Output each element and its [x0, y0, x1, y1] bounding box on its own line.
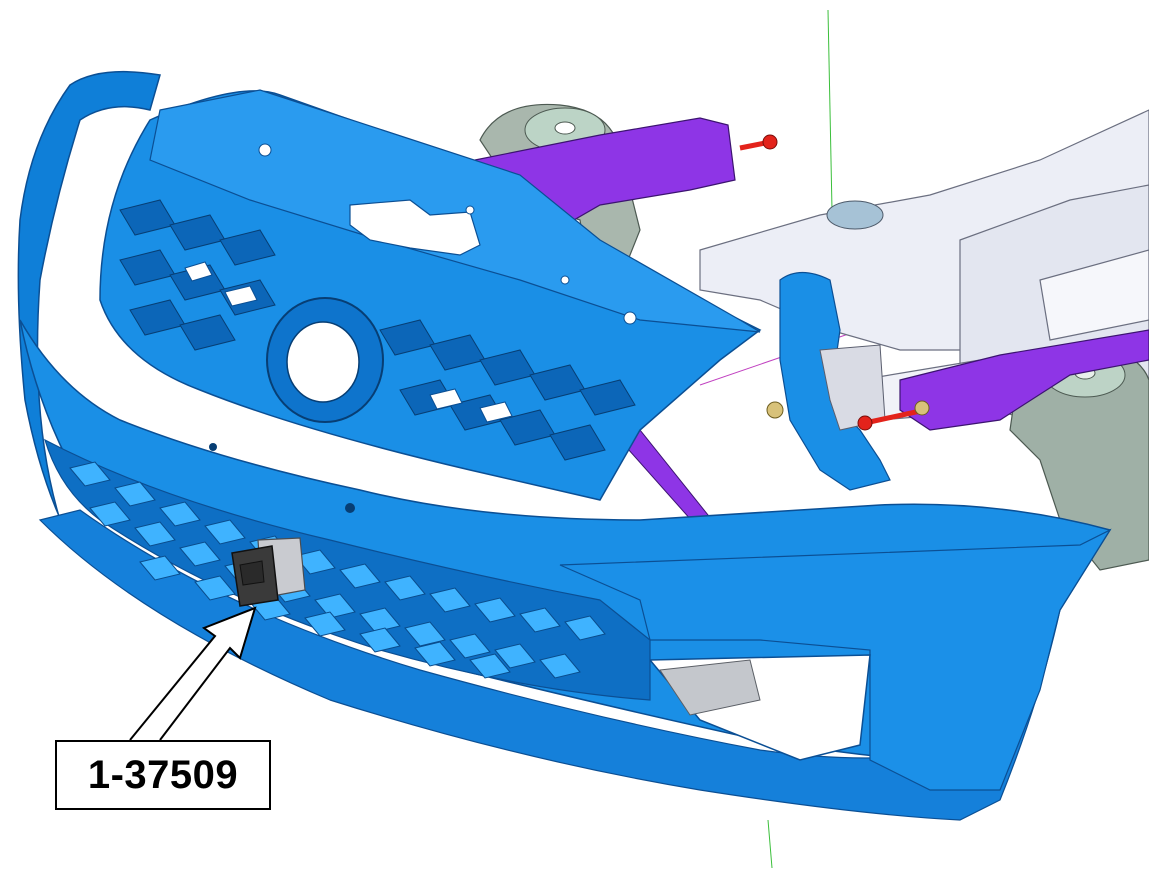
bolt-upper: [739, 134, 778, 151]
upper-grille: [99, 89, 762, 501]
construction-line: [767, 819, 773, 869]
bumper-hole: [209, 443, 217, 451]
part-number-label: 1-37509: [87, 752, 239, 797]
nut: [766, 401, 784, 419]
emblem-opening: [286, 321, 360, 403]
frame-mount-boss: [826, 200, 884, 230]
nut: [914, 400, 930, 416]
lower-grille: [44, 438, 651, 701]
bumper-cover: [17, 70, 1112, 821]
bumper-hole: [345, 503, 355, 513]
bumper-side-bracket: [779, 271, 891, 491]
part-callout: 1-37509: [55, 740, 271, 810]
construction-line: [827, 9, 833, 211]
callout-arrow: [129, 606, 257, 741]
bracket-strip: [619, 429, 722, 531]
bolt-lower: [857, 407, 926, 431]
sensor-1-37509: [231, 537, 306, 607]
bracket-lower: [899, 329, 1149, 431]
